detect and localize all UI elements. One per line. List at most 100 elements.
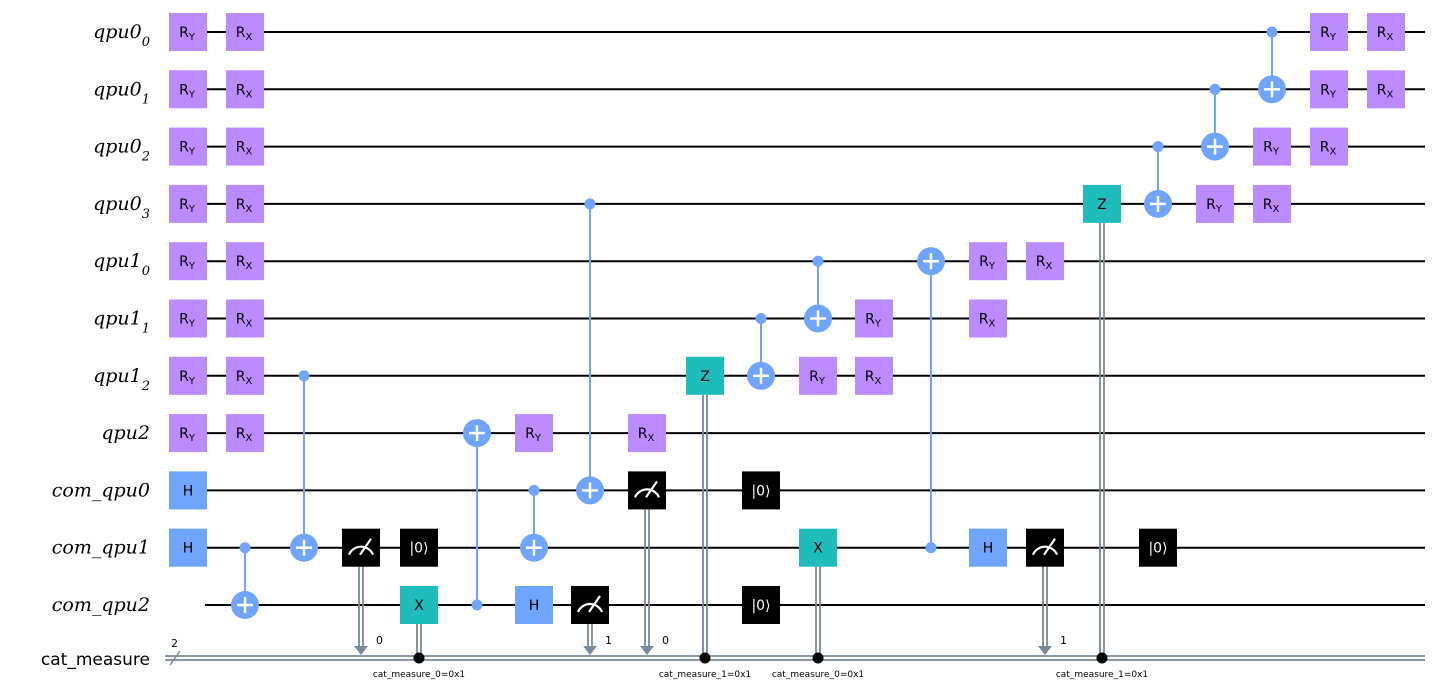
- ry-gate: [799, 356, 837, 395]
- gate-label: RX: [638, 426, 655, 444]
- rx-gate: [226, 184, 264, 223]
- gate-label: Z: [700, 369, 710, 385]
- gate-label: |0⟩: [751, 598, 770, 614]
- measure-arrow: [354, 646, 368, 655]
- condition-label: cat_measure_0=0x1: [772, 670, 864, 680]
- rx-gate: [1253, 184, 1291, 223]
- measure-bit-label: 0: [376, 634, 383, 647]
- hadamard-gate: [515, 586, 553, 624]
- gate-label: RY: [179, 369, 196, 387]
- ry-gate: [855, 299, 893, 338]
- conditional-z-gate: [1083, 184, 1121, 223]
- reset-gate: [742, 471, 780, 510]
- wire-label: qpu2: [101, 422, 150, 444]
- ry-gate: [1310, 70, 1348, 109]
- gate-label: |0⟩: [1148, 541, 1167, 557]
- ry-gate: [169, 127, 207, 166]
- gate-label: Z: [1097, 197, 1107, 213]
- meter-arc-icon: [576, 602, 604, 613]
- condition-dot: [413, 652, 425, 664]
- gate-label: H: [183, 541, 194, 557]
- control-dot: [755, 313, 767, 324]
- gate-label: H: [529, 598, 540, 614]
- gate-label: RY: [1320, 25, 1337, 43]
- control-dot: [471, 599, 483, 611]
- gate-label: RY: [179, 82, 196, 100]
- rx-gate: [226, 242, 264, 281]
- ry-gate: [169, 414, 207, 453]
- wire-label: qpu02: [93, 136, 150, 165]
- gate-label: RY: [865, 312, 882, 330]
- gate-label: RY: [979, 254, 996, 272]
- ry-gate: [969, 242, 1007, 281]
- measure-arrow: [1038, 646, 1052, 655]
- rx-gate: [1367, 13, 1405, 51]
- ry-gate: [169, 13, 207, 51]
- ry-gate: [515, 414, 553, 453]
- gate-label: RY: [1206, 197, 1223, 215]
- gate-label: RY: [179, 25, 196, 43]
- condition-label: cat_measure_1=0x1: [659, 670, 751, 680]
- rx-gate: [855, 356, 893, 395]
- control-dot: [584, 198, 596, 210]
- condition-dot: [699, 652, 711, 664]
- gate-label: RX: [236, 197, 253, 215]
- condition-dot: [1096, 652, 1108, 664]
- gate-label: RY: [179, 197, 196, 215]
- gate-label: |0⟩: [751, 483, 770, 499]
- register-size: 2: [171, 637, 178, 650]
- measure-arrow: [583, 646, 597, 655]
- ry-gate: [1253, 127, 1291, 166]
- hadamard-gate: [169, 471, 207, 510]
- wire-label-cat-measure: cat_measure: [41, 650, 150, 670]
- gate-label: RX: [236, 312, 253, 330]
- ry-gate: [169, 184, 207, 223]
- wire-label: qpu03: [93, 193, 150, 222]
- meter-arc-icon: [347, 545, 375, 556]
- meter-arc-icon: [1031, 545, 1059, 556]
- rx-gate: [226, 414, 264, 453]
- control-dot: [298, 370, 310, 382]
- register-slash: [169, 650, 181, 666]
- rx-gate: [226, 356, 264, 395]
- gate-label: RX: [1036, 254, 1053, 272]
- condition-dot: [812, 652, 824, 664]
- gate-label: RY: [1320, 82, 1337, 100]
- wire-label: com_qpu2: [52, 594, 150, 616]
- gate-label: RX: [1263, 197, 1280, 215]
- ry-gate: [169, 299, 207, 338]
- control-dot: [239, 542, 251, 554]
- conditional-z-gate: [686, 356, 724, 395]
- control-dot: [1266, 26, 1278, 38]
- measure-bit-label: 1: [1060, 634, 1067, 647]
- rx-gate: [226, 13, 264, 51]
- gate-label: RY: [525, 426, 542, 444]
- gate-label: RX: [1377, 82, 1394, 100]
- gate-label: RY: [179, 312, 196, 330]
- ry-gate: [169, 70, 207, 109]
- wire-label: qpu11: [93, 308, 150, 337]
- wire-label: qpu00: [93, 21, 150, 50]
- gate-label: RY: [1263, 140, 1280, 158]
- gate-label: RX: [236, 140, 253, 158]
- gate-label: H: [183, 483, 194, 499]
- gate-label: RY: [179, 254, 196, 272]
- wire-label: com_qpu0: [52, 479, 150, 501]
- ry-gate: [169, 356, 207, 395]
- rx-gate: [226, 127, 264, 166]
- condition-label: cat_measure_1=0x1: [1056, 670, 1148, 680]
- condition-label: cat_measure_0=0x1: [373, 670, 465, 680]
- measure-bit-label: 1: [605, 634, 612, 647]
- ry-gate: [1196, 184, 1234, 223]
- gate-label: RY: [809, 369, 826, 387]
- conditional-x-gate: [799, 528, 837, 567]
- meter-needle-icon: [588, 595, 601, 613]
- control-dot: [812, 255, 824, 267]
- meter-needle-icon: [1043, 538, 1056, 556]
- hadamard-gate: [169, 528, 207, 567]
- reset-gate: [742, 586, 780, 624]
- reset-gate: [400, 528, 438, 567]
- rx-gate: [1367, 70, 1405, 109]
- reset-gate: [1139, 528, 1177, 567]
- control-dot: [1209, 83, 1221, 95]
